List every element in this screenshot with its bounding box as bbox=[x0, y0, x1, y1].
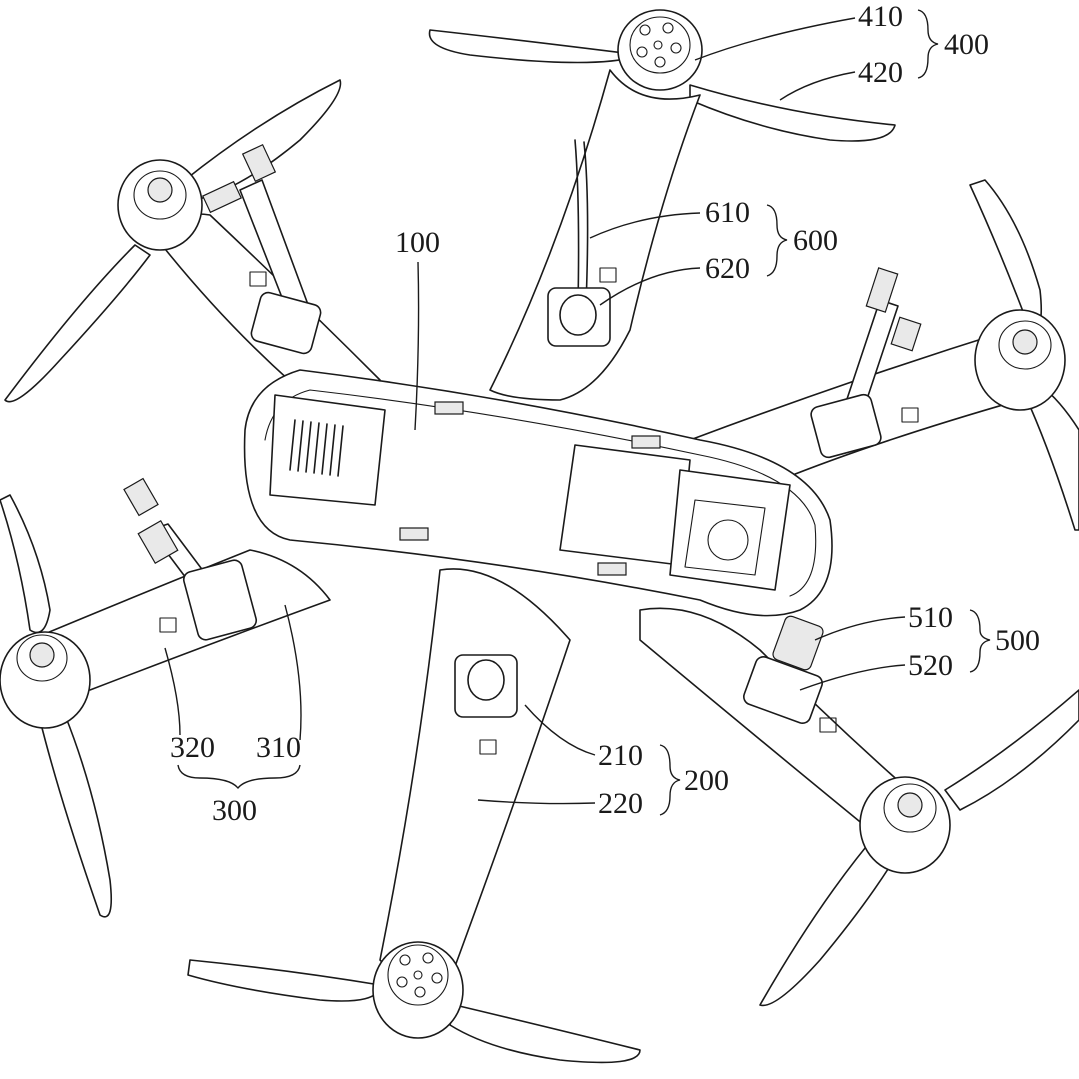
leader-320 bbox=[164, 647, 181, 736]
leader-510 bbox=[814, 616, 906, 641]
label-200: 200 bbox=[684, 764, 729, 797]
motor-left bbox=[0, 631, 91, 729]
brace-400 bbox=[917, 9, 939, 79]
label-410: 410 bbox=[858, 0, 903, 33]
leader-610 bbox=[589, 212, 701, 239]
propellers bbox=[0, 29, 1079, 1064]
propeller-blade bbox=[4, 244, 151, 403]
label-210: 210 bbox=[598, 739, 643, 772]
propeller-blade bbox=[944, 689, 1079, 811]
arm-mark-icon bbox=[901, 407, 919, 423]
leader-220 bbox=[477, 799, 596, 805]
motor-bottom-right bbox=[859, 776, 951, 874]
propeller-blade bbox=[39, 714, 113, 918]
label-510: 510 bbox=[908, 601, 953, 634]
motor-top bbox=[617, 9, 703, 91]
leader-310 bbox=[284, 604, 302, 741]
arm-mark-icon bbox=[159, 617, 177, 633]
bracket bbox=[399, 527, 429, 541]
battery-hatch bbox=[559, 444, 691, 566]
propeller-blade bbox=[689, 84, 896, 142]
propeller-blade bbox=[759, 829, 901, 1007]
propeller-blade bbox=[1024, 384, 1079, 531]
label-500: 500 bbox=[995, 624, 1040, 657]
label-220: 220 bbox=[598, 787, 643, 820]
socket-520 bbox=[743, 655, 823, 725]
antenna-wire bbox=[574, 139, 580, 306]
leader-620 bbox=[599, 267, 701, 306]
label-420: 420 bbox=[858, 56, 903, 89]
brace-200 bbox=[659, 744, 681, 816]
leader-210 bbox=[524, 704, 596, 756]
label-520: 520 bbox=[908, 649, 953, 682]
antennas bbox=[123, 139, 922, 611]
bracket bbox=[631, 435, 661, 449]
label-100: 100 bbox=[395, 226, 440, 259]
label-610: 610 bbox=[705, 196, 750, 229]
leader-520 bbox=[799, 664, 906, 691]
motor-right bbox=[974, 309, 1066, 411]
vent-grille bbox=[289, 419, 344, 477]
arm-mark-icon bbox=[599, 267, 617, 283]
brace-600 bbox=[766, 204, 788, 277]
socket bbox=[810, 393, 882, 459]
arm-bottom bbox=[379, 568, 571, 981]
arm-sockets bbox=[159, 267, 919, 755]
socket bbox=[250, 291, 322, 355]
connector-510 bbox=[772, 615, 824, 671]
bracket bbox=[434, 401, 464, 415]
camera-port bbox=[707, 519, 749, 561]
motors bbox=[0, 9, 1066, 1039]
leader-410 bbox=[694, 17, 856, 61]
socket bbox=[182, 559, 258, 641]
label-620: 620 bbox=[705, 252, 750, 285]
motor-top-left bbox=[117, 159, 203, 251]
camera-mount-plate bbox=[684, 499, 766, 576]
label-600: 600 bbox=[793, 224, 838, 257]
reference-labels: 100 410 420 400 610 620 600 510 520 500 … bbox=[170, 0, 1040, 827]
label-300: 300 bbox=[212, 794, 257, 827]
bracket bbox=[597, 562, 627, 576]
arm-mark-icon bbox=[479, 739, 497, 755]
propeller-blade bbox=[969, 179, 1043, 332]
propeller-blade bbox=[428, 29, 641, 64]
leader-100 bbox=[414, 261, 420, 431]
arm-mark-icon bbox=[819, 717, 837, 733]
brace-500 bbox=[969, 609, 991, 673]
arm-top bbox=[489, 69, 701, 401]
propeller-blade bbox=[449, 1004, 641, 1064]
leader-420 bbox=[779, 71, 856, 101]
label-320: 320 bbox=[170, 731, 215, 764]
propeller-blade bbox=[0, 494, 51, 634]
vent-panel bbox=[269, 394, 386, 506]
arm-mark-icon bbox=[249, 271, 267, 287]
motor-bottom bbox=[372, 941, 464, 1039]
label-310: 310 bbox=[256, 731, 301, 764]
leader-lines bbox=[164, 9, 991, 816]
antenna-wire bbox=[583, 141, 589, 306]
label-400: 400 bbox=[944, 28, 989, 61]
camera-mount bbox=[669, 469, 791, 591]
brace-300 bbox=[177, 764, 301, 790]
fuselage bbox=[243, 369, 833, 617]
propeller-blade bbox=[187, 959, 381, 1002]
